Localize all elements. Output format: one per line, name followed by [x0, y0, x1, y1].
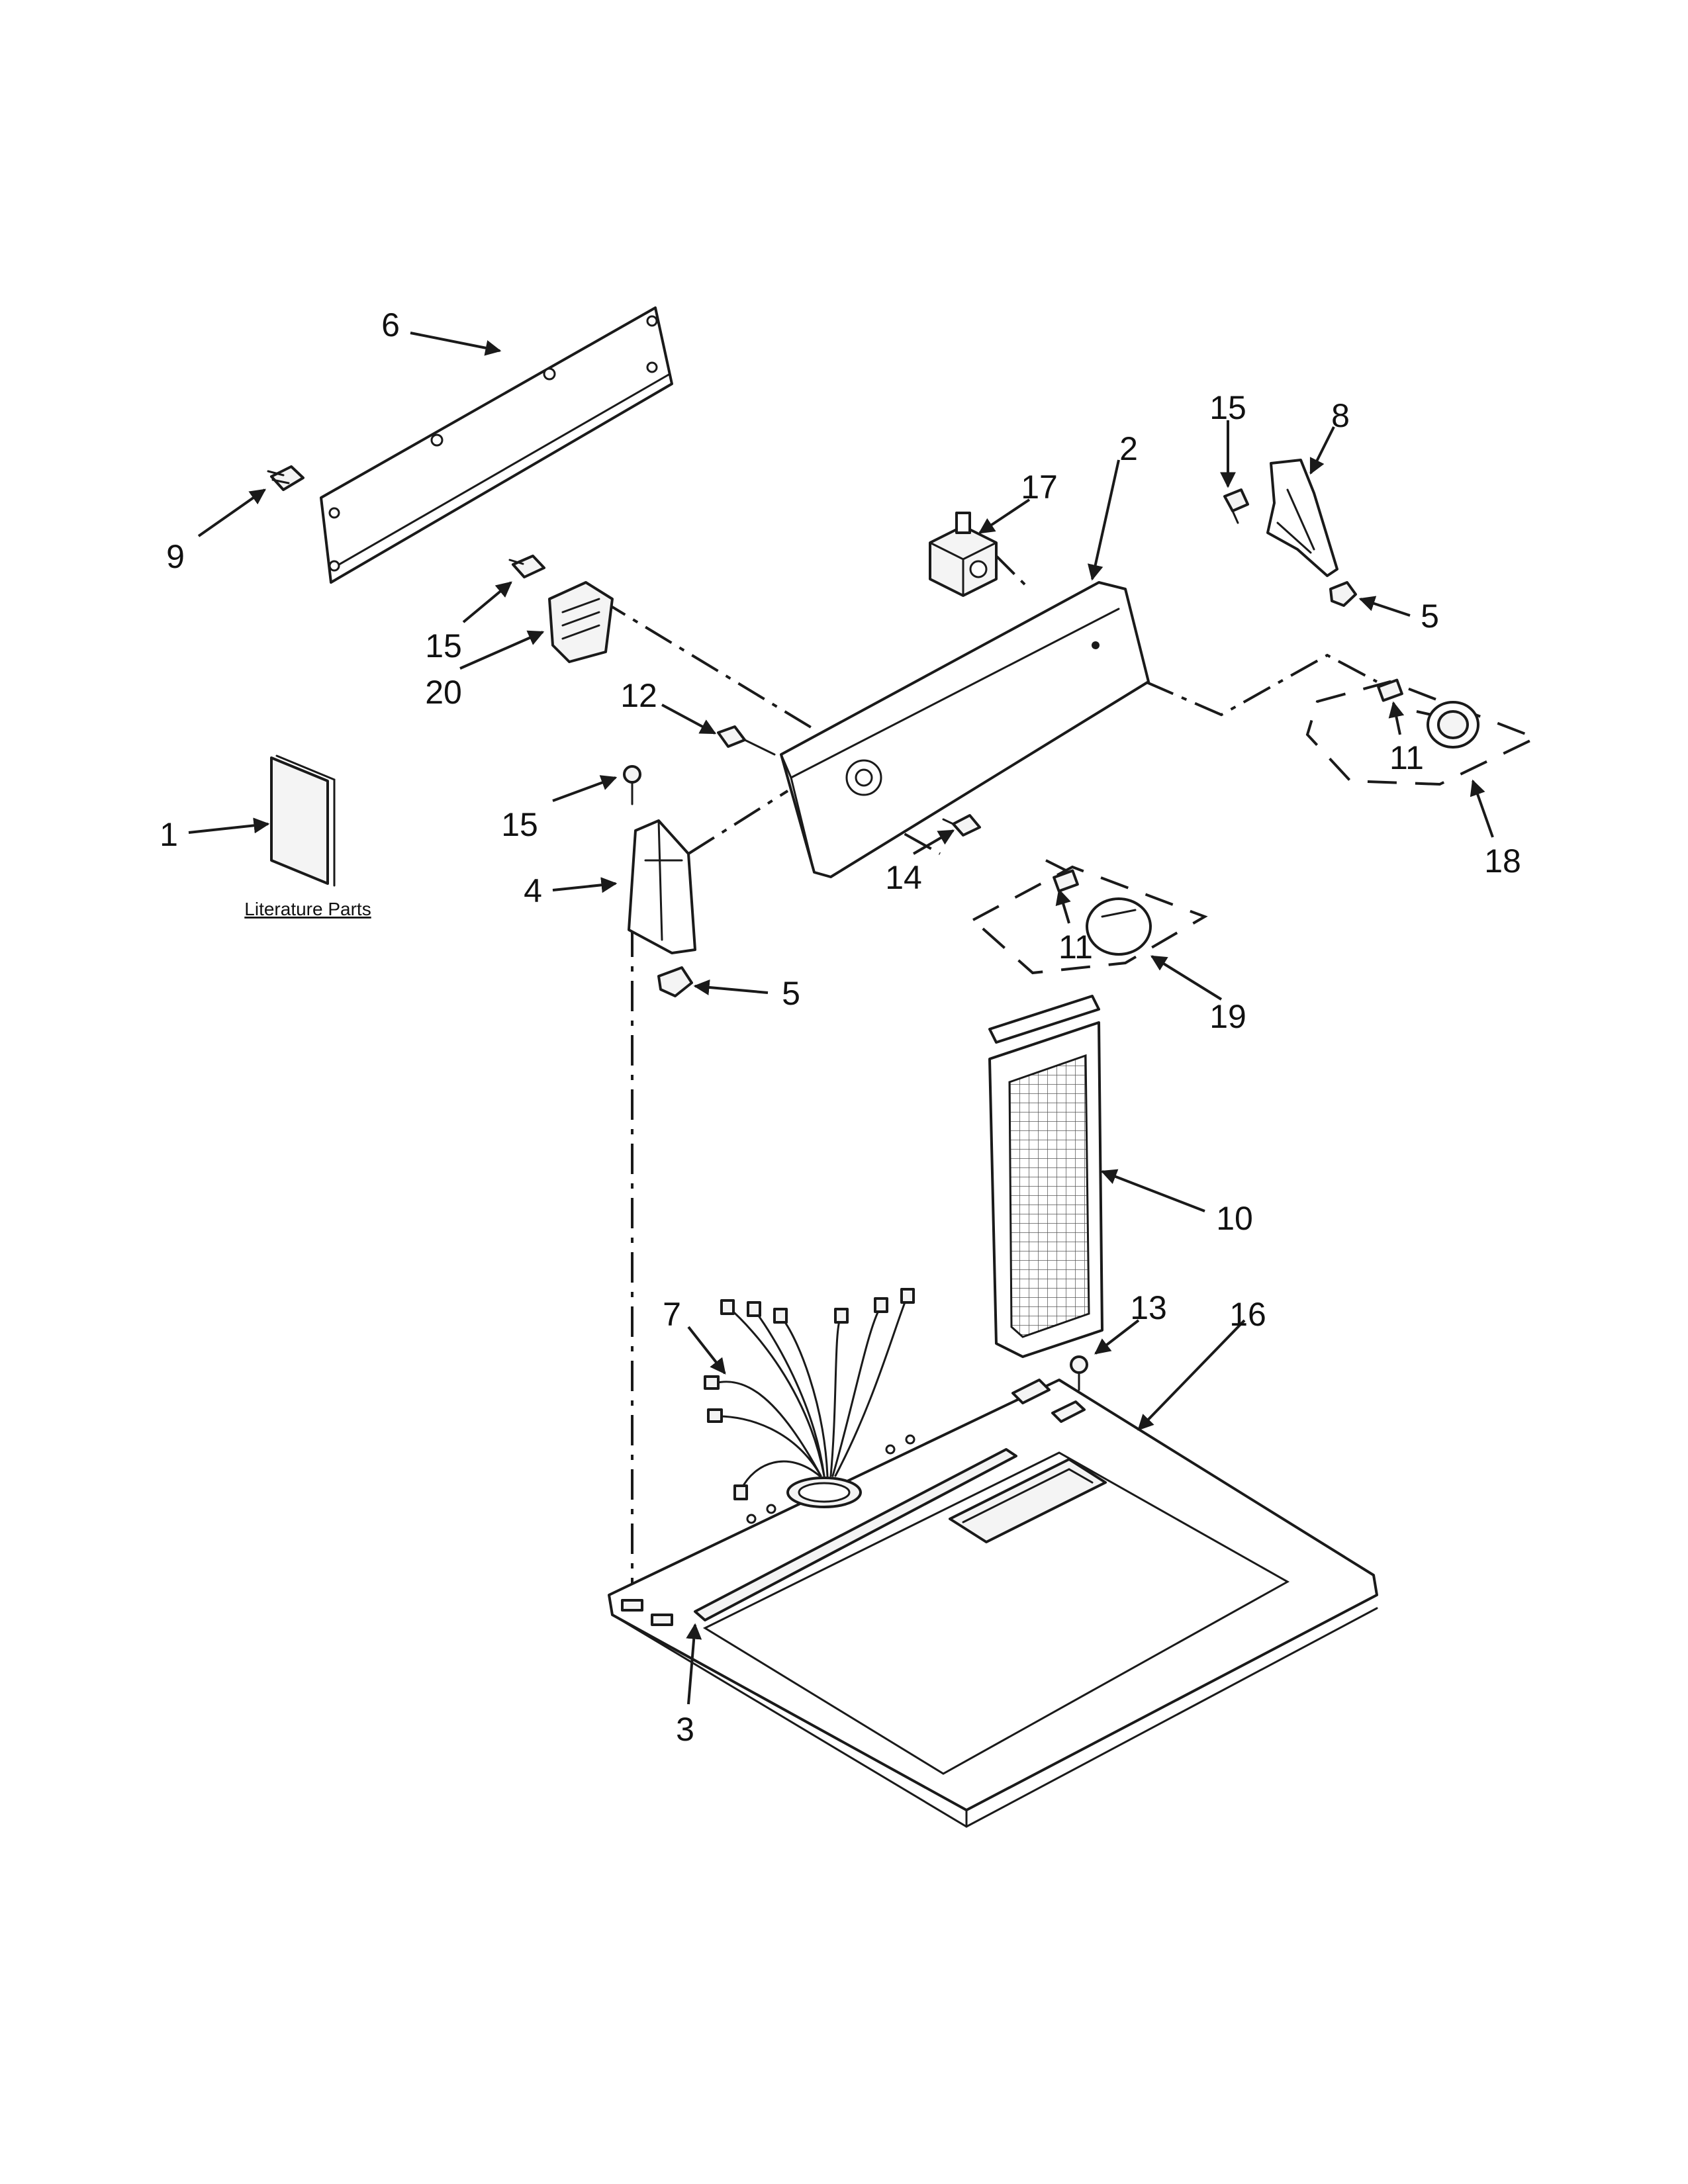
callout-14: 14: [885, 859, 922, 896]
callout-1: 1: [160, 816, 178, 853]
callout-11-right: 11: [1389, 739, 1424, 776]
callout-6: 6: [381, 306, 400, 343]
callout-15-middle: 15: [501, 806, 538, 843]
callout-10: 10: [1216, 1200, 1253, 1237]
part-literature-1: [270, 754, 336, 887]
part-clip-5-left: [657, 966, 693, 997]
leader-lines: [188, 332, 1494, 1705]
part-timer-17: [929, 512, 998, 597]
part-control-console-2: [780, 581, 1150, 878]
callout-11-lower: 11: [1058, 929, 1093, 966]
callout-2: 2: [1119, 430, 1138, 467]
callout-5-lower: 5: [782, 975, 800, 1012]
callout-17: 17: [1021, 469, 1058, 506]
callout-19: 19: [1209, 998, 1246, 1035]
part-clip-5-right: [1329, 581, 1357, 607]
part-screw-15-left: [508, 555, 545, 578]
part-screw-12: [717, 725, 776, 756]
part-lint-screen-10: [988, 995, 1103, 1358]
part-switch-20: [548, 581, 614, 663]
part-bracket-8: [1266, 459, 1338, 577]
part-knob-19: [1086, 897, 1152, 956]
part-screw-15-right: [1223, 488, 1249, 524]
callout-16: 16: [1229, 1296, 1266, 1333]
callout-3: 3: [676, 1711, 694, 1748]
part-screw-15-middle: [623, 765, 641, 805]
callout-9: 9: [166, 538, 185, 575]
callout-12: 12: [620, 677, 657, 714]
callout-18: 18: [1484, 842, 1521, 880]
part-rail-3: [694, 1448, 1017, 1621]
callout-8: 8: [1331, 397, 1350, 434]
part-end-cap-4: [628, 819, 696, 954]
callout-labels: 1 2 3 4 5 5 6 7 8 9 10 11 11 12 13 14 15…: [160, 306, 1521, 1748]
part-spring-11-lower: [1053, 869, 1079, 893]
literature-parts-label: Literature Parts: [244, 899, 371, 919]
callout-5-upper: 5: [1421, 598, 1439, 635]
part-screw-14: [942, 814, 981, 837]
part-screw-9: [267, 465, 305, 491]
callout-20: 20: [425, 674, 462, 711]
callout-15-left: 15: [425, 627, 462, 664]
part-screw-13: [1070, 1355, 1088, 1391]
callout-4: 4: [524, 872, 542, 909]
part-spring-11-right: [1377, 678, 1403, 702]
callout-13: 13: [1130, 1289, 1167, 1326]
part-rear-panel: [320, 306, 673, 584]
part-wire-harness-7: [704, 1288, 915, 1500]
part-knob-18: [1427, 701, 1479, 749]
part-top-16: [608, 1379, 1378, 1828]
callout-7: 7: [663, 1296, 681, 1333]
callout-15-right: 15: [1209, 389, 1246, 426]
